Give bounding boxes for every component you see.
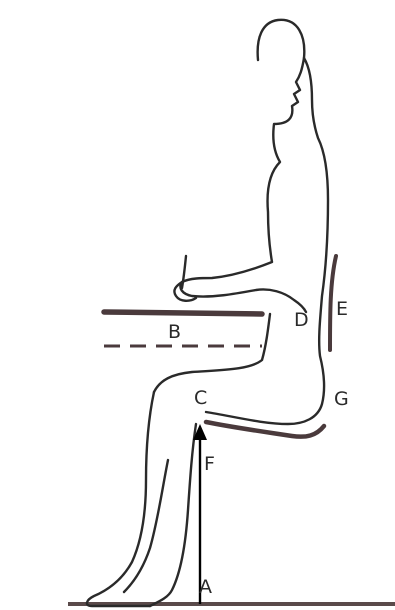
figure-front-outline [180, 20, 306, 312]
label-b: B [168, 321, 181, 343]
pen-icon [182, 256, 186, 288]
label-f: F [204, 453, 215, 475]
figure-hand [174, 282, 196, 301]
label-a: A [199, 576, 212, 598]
label-g: G [334, 388, 349, 410]
label-e: E [336, 298, 348, 320]
label-c: C [194, 387, 207, 409]
figure-leg-front [87, 392, 154, 606]
work-surface [104, 312, 262, 314]
chair-seat [206, 422, 324, 437]
label-d: D [294, 309, 309, 331]
